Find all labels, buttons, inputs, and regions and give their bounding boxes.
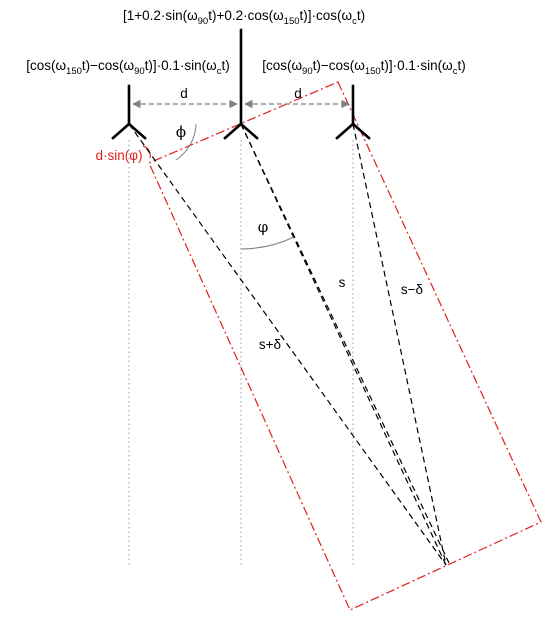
- ray-lines: [128, 123, 450, 566]
- distance-label-s-minus-delta: s−δ: [401, 282, 423, 297]
- ray-center-outer: [240, 123, 450, 564]
- formula-center: [1+0.2·sin(ω90t)+0.2·cos(ω150t)]·cos(ωct…: [123, 8, 365, 27]
- distance-label-left: d: [180, 86, 188, 101]
- antenna-left-icon: [111, 84, 147, 140]
- formula-right: [cos(ω90t)−cos(ω150t)]·0.1·sin(ωct): [262, 58, 465, 77]
- angle-arc-phi-upper: [175, 123, 197, 161]
- vertical-guides: [128, 140, 354, 565]
- wavefront-rectangle: [148, 81, 542, 611]
- path-delay-label: d·sin(φ): [95, 148, 142, 163]
- ray-left: [128, 123, 447, 566]
- path-delay-arc: [142, 145, 151, 159]
- ray-right: [352, 123, 447, 566]
- formula-left: [cos(ω150t)−cos(ω90t)]·0.1·sin(ωct): [26, 58, 229, 77]
- antenna-right-icon: [335, 84, 371, 140]
- angle-label-phi-lower: φ: [258, 218, 269, 236]
- distance-label-right: d: [294, 86, 302, 101]
- angle-label-phi-upper: ϕ: [176, 123, 186, 141]
- antenna-center-icon: [223, 28, 259, 140]
- distance-label-s: s: [339, 275, 346, 290]
- distance-label-s-plus-delta: s+δ: [259, 337, 281, 352]
- angle-arc-phi-lower: [240, 236, 295, 250]
